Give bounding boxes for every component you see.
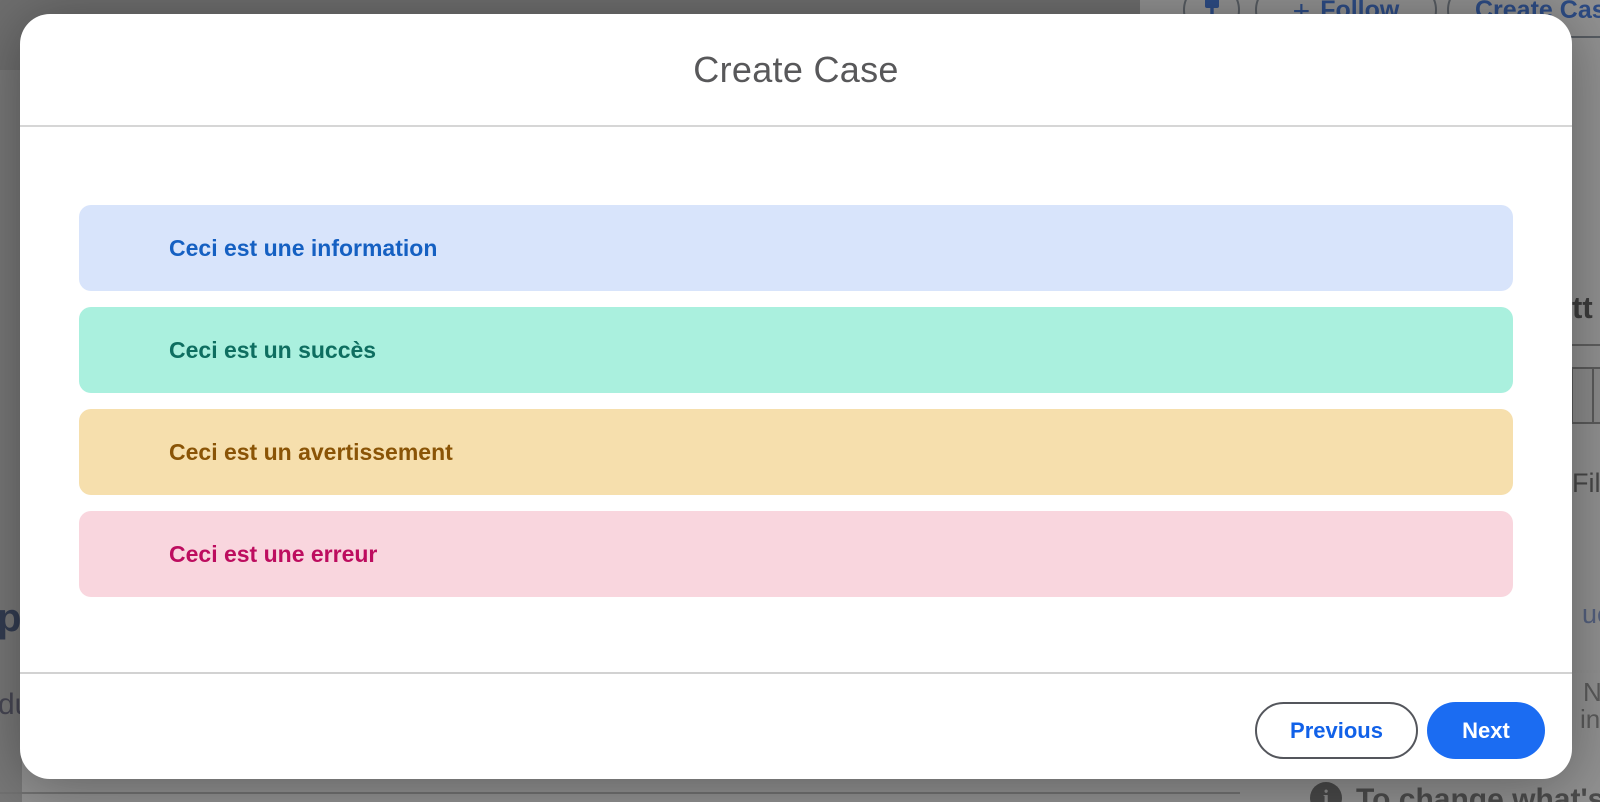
alert-banner-success: Ceci est un succès (79, 307, 1513, 393)
background-text-fragment: ing (1580, 704, 1600, 734)
background-text-fragment: Filt (1572, 468, 1600, 498)
modal-body: Ceci est une information Ceci est un suc… (20, 129, 1572, 672)
background-card-edge (0, 792, 1240, 794)
background-text-fragment: tt (1572, 290, 1593, 325)
info-icon: i (1310, 782, 1342, 802)
modal-footer: Previous Next (20, 672, 1572, 779)
next-button[interactable]: Next (1427, 702, 1545, 759)
background-text-fragment: ue (1582, 599, 1600, 629)
modal-header: Create Case (20, 14, 1572, 127)
background-info-note-text: To change what's s (1356, 783, 1600, 802)
background-text-fragment: p (0, 596, 22, 640)
background-divider (1570, 344, 1600, 346)
alert-banner-info: Ceci est une information (79, 205, 1513, 291)
alert-text: Ceci est une information (169, 234, 438, 261)
modal-title: Create Case (693, 48, 899, 90)
alert-text: Ceci est un succès (169, 336, 377, 363)
background-button-group-divider (1592, 367, 1594, 424)
background-info-note: i To change what's s (1310, 782, 1600, 802)
alert-banner-error: Ceci est une erreur (79, 511, 1513, 597)
background-card-edge (1560, 670, 1600, 673)
background-text-fragment: No (1583, 677, 1600, 707)
alert-text: Ceci est un avertissement (169, 438, 453, 465)
background-left-strip (0, 70, 22, 802)
create-case-modal: Create Case Ceci est une information Cec… (20, 14, 1572, 779)
background-button-group (1571, 367, 1600, 424)
alert-text: Ceci est une erreur (169, 540, 378, 567)
previous-button[interactable]: Previous (1255, 702, 1418, 759)
alert-banner-warning: Ceci est un avertissement (79, 409, 1513, 495)
